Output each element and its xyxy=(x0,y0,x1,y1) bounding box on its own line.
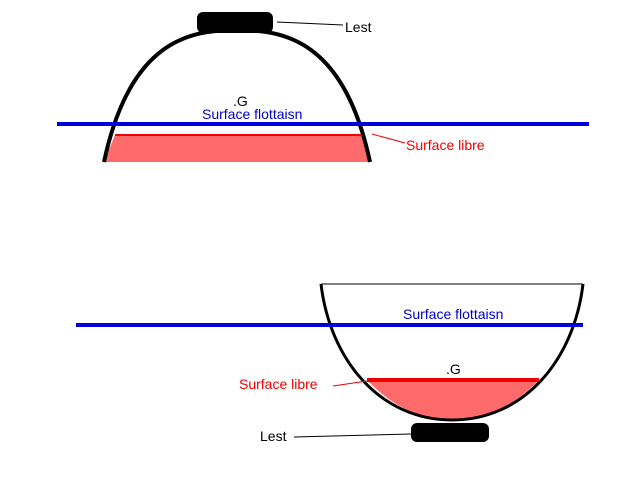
bottom-lest-leader xyxy=(293,433,412,438)
top-ballast xyxy=(197,12,273,33)
top-waterline-label: Surface flottaisn xyxy=(202,106,302,122)
top-lest-label: Lest xyxy=(345,19,372,35)
bottom-waterline-label: Surface flottaisn xyxy=(403,306,503,322)
bottom-lest-label: Lest xyxy=(260,428,287,444)
bottom-free-surface-label: Surface libre xyxy=(239,376,318,392)
top-lest-leader xyxy=(276,21,344,26)
bottom-ballast xyxy=(411,423,489,442)
bottom-figure: Lest .G Surface flottaisn Surface libre xyxy=(76,283,585,444)
bottom-g-label: .G xyxy=(446,361,461,377)
bottom-free-surface-leader xyxy=(332,380,368,387)
bottom-liquid-fill xyxy=(367,380,539,420)
bottom-hull xyxy=(319,283,585,422)
top-figure: Lest .G Surface flottaisn Surface libre xyxy=(57,12,589,163)
top-g-label: .G xyxy=(233,93,248,109)
top-free-surface-leader xyxy=(371,133,406,144)
top-free-surface-label: Surface libre xyxy=(406,137,485,153)
top-liquid-fill xyxy=(104,135,370,162)
